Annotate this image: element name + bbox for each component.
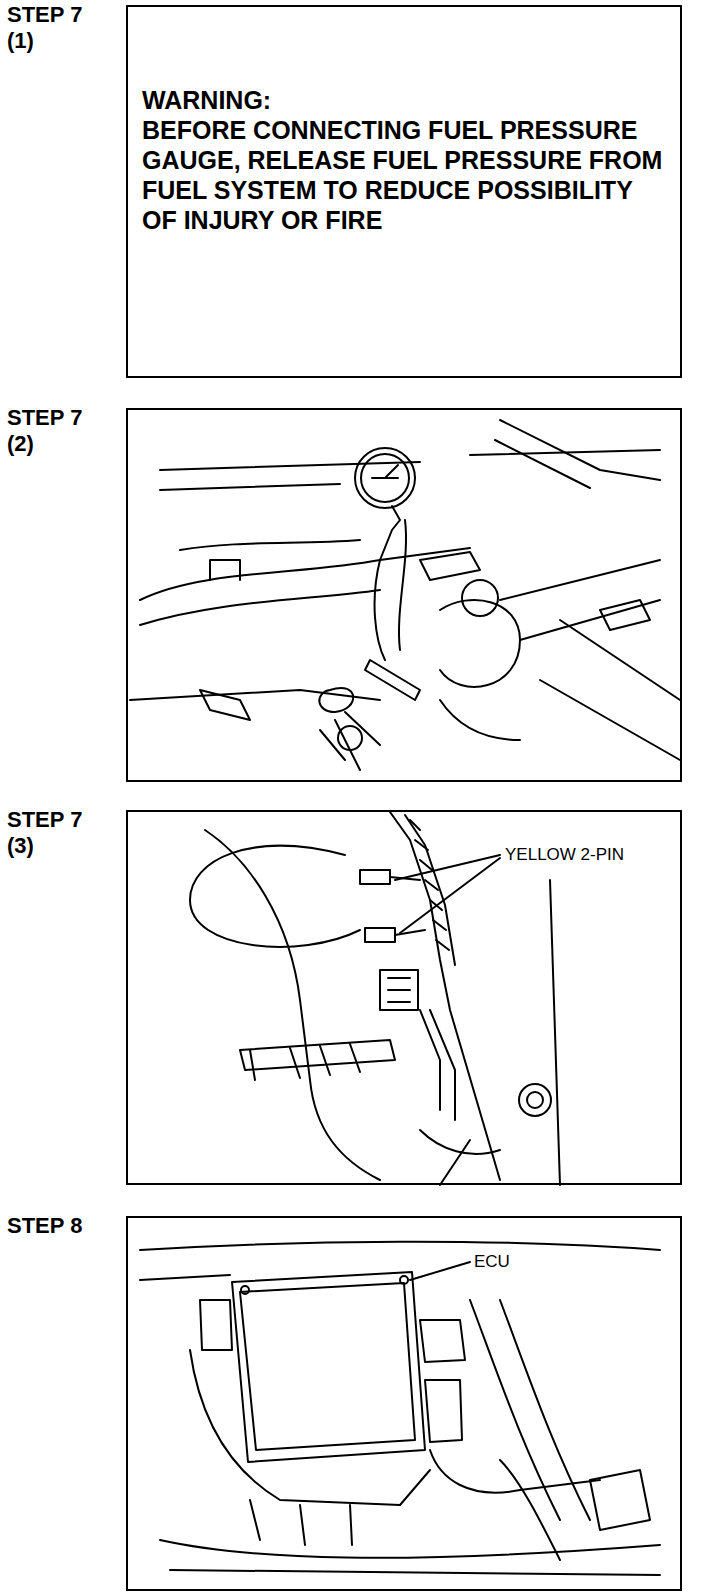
step-heading: STEP 7 (3)	[7, 807, 102, 859]
step-heading: STEP 8	[7, 1213, 102, 1239]
leader-line	[400, 858, 500, 933]
step-heading: STEP 7 (2)	[7, 405, 102, 457]
illustration-panel: STEP 8	[126, 1216, 682, 1591]
leader-line	[395, 855, 500, 880]
part-label: ECU	[472, 1252, 512, 1272]
warning-heading: WARNING:	[142, 85, 668, 115]
part-label: YELLOW 2-PIN	[503, 845, 626, 865]
warning-text: BEFORE CONNECTING FUEL PRESSURE GAUGE, R…	[142, 115, 668, 235]
warning-box: STEP 7 (1)WARNING:BEFORE CONNECTING FUEL…	[126, 5, 682, 378]
illustration-panel: STEP 7 (2)	[126, 408, 682, 782]
step-heading: STEP 7 (1)	[7, 2, 102, 54]
leader-line	[410, 1262, 470, 1280]
illustration-panel: STEP 7 (3)	[126, 810, 682, 1185]
fuel-gauge-illustration	[130, 420, 680, 770]
connector-illustration	[190, 812, 560, 1185]
ecu-illustration	[140, 1242, 660, 1575]
